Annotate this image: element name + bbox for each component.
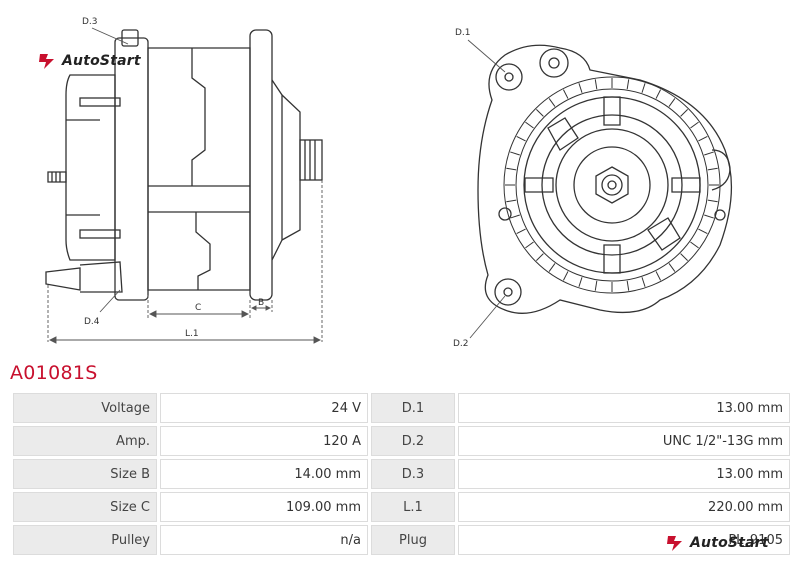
spec-label: D.1 bbox=[371, 393, 455, 423]
vent-slot bbox=[704, 151, 714, 156]
vent-slot bbox=[690, 121, 699, 129]
brand-name: AutoStart bbox=[690, 535, 769, 551]
side-dimensions bbox=[47, 27, 323, 344]
spec-label: L.1 bbox=[371, 492, 455, 522]
vent-slot bbox=[562, 271, 569, 281]
spec-label: Size B bbox=[13, 459, 157, 489]
spec-value: 13.00 mm bbox=[458, 393, 790, 423]
spec-value: 24 V bbox=[160, 393, 368, 423]
vent-slot bbox=[655, 271, 662, 281]
vent-slot bbox=[548, 98, 556, 107]
spec-label: Size C bbox=[13, 492, 157, 522]
vent-slot bbox=[704, 214, 714, 219]
brand-logo-top: AutoStart bbox=[36, 52, 141, 70]
vent-slot bbox=[626, 79, 630, 90]
vent-slot bbox=[594, 79, 598, 90]
spec-value: 120 A bbox=[160, 426, 368, 456]
label-d1: D.1 bbox=[455, 28, 471, 38]
spec-value: 14.00 mm bbox=[160, 459, 368, 489]
vent-slot bbox=[516, 135, 526, 142]
vent-slot bbox=[655, 89, 662, 99]
brand-name: AutoStart bbox=[62, 53, 141, 69]
brand-logo-bottom: AutoStart bbox=[664, 534, 769, 552]
vent-slot bbox=[690, 241, 699, 249]
vent-slot bbox=[578, 277, 583, 287]
front-dimensions bbox=[467, 39, 506, 339]
alternator-technical-drawing: D.3 D.4 C B L.1 D.1 D.2 bbox=[45, 17, 733, 349]
vent-slot bbox=[510, 214, 520, 219]
vent-slot bbox=[680, 253, 689, 262]
autostart-logo-icon bbox=[39, 54, 54, 69]
label-d3: D.3 bbox=[82, 17, 98, 27]
spec-label: Pulley bbox=[13, 525, 157, 555]
vent-slot bbox=[626, 280, 630, 291]
label-c: C bbox=[195, 303, 201, 313]
vent-slot bbox=[506, 167, 517, 171]
spec-label: D.2 bbox=[371, 426, 455, 456]
vent-slot bbox=[548, 263, 556, 272]
label-d2: D.2 bbox=[453, 339, 469, 349]
label-l1: L.1 bbox=[185, 329, 199, 339]
spec-value: PL_9105 bbox=[458, 525, 790, 555]
vent-slot bbox=[535, 253, 544, 262]
spec-label: Voltage bbox=[13, 393, 157, 423]
vent-slot bbox=[535, 108, 544, 117]
vent-slots bbox=[505, 78, 719, 292]
vent-slot bbox=[668, 98, 676, 107]
spec-label: Plug bbox=[371, 525, 455, 555]
vent-slot bbox=[506, 199, 517, 203]
vent-slot bbox=[707, 167, 718, 171]
vent-slot bbox=[525, 121, 534, 129]
vent-slot bbox=[698, 228, 708, 235]
side-view bbox=[45, 29, 323, 301]
label-b: B bbox=[258, 298, 264, 308]
vent-slot bbox=[680, 108, 689, 117]
part-number-title: A01081S bbox=[10, 362, 98, 384]
spec-label: D.3 bbox=[371, 459, 455, 489]
vent-slot bbox=[516, 228, 526, 235]
vent-slot bbox=[707, 199, 718, 203]
vent-slot bbox=[562, 89, 569, 99]
spec-value: 109.00 mm bbox=[160, 492, 368, 522]
vent-slot bbox=[578, 83, 583, 93]
spec-value: UNC 1/2"-13G mm bbox=[458, 426, 790, 456]
spec-value: 220.00 mm bbox=[458, 492, 790, 522]
vent-slot bbox=[668, 263, 676, 272]
label-d4: D.4 bbox=[84, 317, 100, 327]
vent-slot bbox=[641, 83, 646, 93]
autostart-logo-icon bbox=[667, 536, 682, 551]
spec-label: Amp. bbox=[13, 426, 157, 456]
vent-slot bbox=[698, 135, 708, 142]
front-view bbox=[477, 44, 733, 314]
vent-slot bbox=[641, 277, 646, 287]
vent-slot bbox=[510, 151, 520, 156]
spec-value: 13.00 mm bbox=[458, 459, 790, 489]
vent-slot bbox=[525, 241, 534, 249]
vent-slot bbox=[594, 280, 598, 291]
spec-value: n/a bbox=[160, 525, 368, 555]
